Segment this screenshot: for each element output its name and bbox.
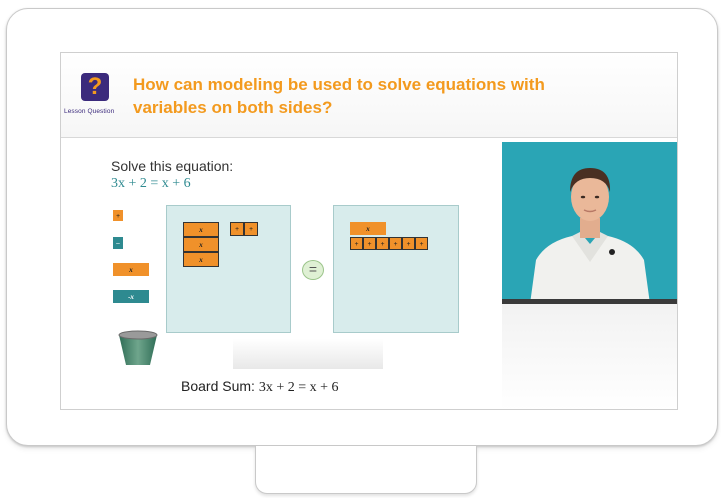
instructor-image (502, 142, 677, 304)
board-divider-shadow (233, 339, 383, 369)
board-x-tile[interactable]: x (183, 237, 219, 252)
palette-x-tile[interactable]: x (113, 263, 149, 276)
problem-equation: 3x + 2 = x + 6 (111, 176, 191, 191)
lesson-header: ? Lesson Question How can modeling be us… (61, 53, 677, 138)
board-plus-tile[interactable]: + (415, 237, 428, 250)
board-plus-tile[interactable]: + (350, 237, 363, 250)
board-plus-tile[interactable]: + (244, 222, 258, 236)
equals-sign: = (302, 260, 324, 280)
tablet-stand (255, 446, 477, 494)
problem-prompt: Solve this equation: (111, 158, 234, 174)
right-equation-board[interactable]: x + + + + + + (333, 205, 459, 333)
board-sum-label: Board Sum: (181, 378, 255, 394)
instructor-video[interactable] (502, 142, 677, 304)
palette-plus-tile[interactable]: + (113, 210, 123, 221)
palette-minus-tile[interactable]: – (113, 237, 123, 249)
lesson-question-label: Lesson Question (64, 108, 115, 115)
board-x-tile[interactable]: x (183, 252, 219, 267)
palette-negative-x-tile[interactable]: -x (113, 290, 149, 303)
board-plus-tile[interactable]: + (363, 237, 376, 250)
board-sum: Board Sum: 3x + 2 = x + 6 (181, 378, 339, 396)
board-x-tile[interactable]: x (350, 222, 386, 235)
board-plus-tile[interactable]: + (230, 222, 244, 236)
board-plus-tile[interactable]: + (389, 237, 402, 250)
question-mark-icon: ? (81, 73, 109, 101)
board-sum-equation: 3x + 2 = x + 6 (258, 380, 339, 395)
left-equation-board[interactable]: x x x + + (166, 205, 291, 333)
lesson-screen: ? Lesson Question How can modeling be us… (60, 52, 678, 410)
board-plus-tile[interactable]: + (402, 237, 415, 250)
trash-icon[interactable] (117, 330, 159, 366)
lesson-title: How can modeling be used to solve equati… (133, 75, 545, 117)
video-reflection (502, 304, 677, 409)
board-plus-tile[interactable]: + (376, 237, 389, 250)
board-x-tile[interactable]: x (183, 222, 219, 237)
